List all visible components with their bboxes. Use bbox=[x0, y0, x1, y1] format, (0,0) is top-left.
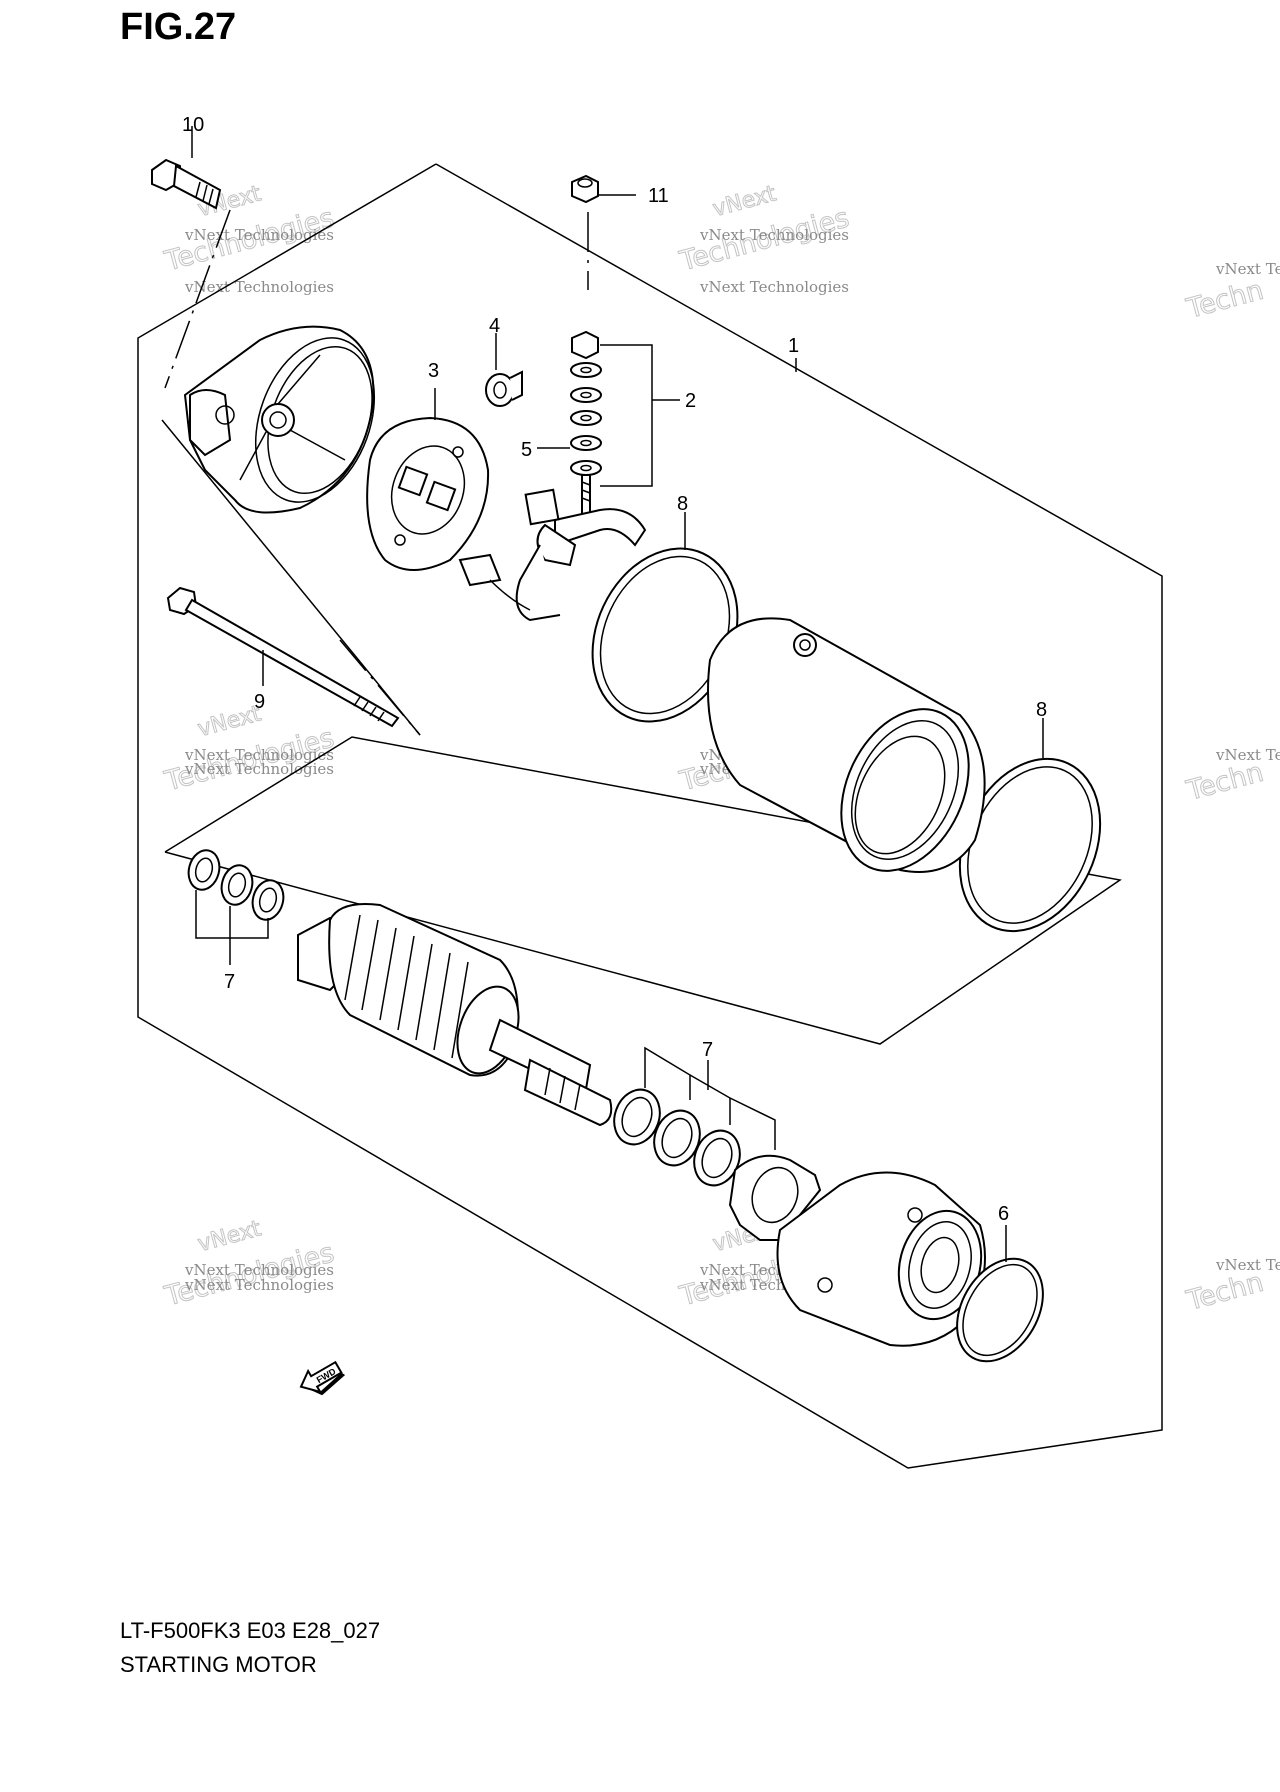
watermark-company: vNext Technologies bbox=[699, 226, 849, 244]
part-7-washers-right bbox=[613, 1046, 776, 1187]
watermark-company: vNext Technologies bbox=[184, 1276, 334, 1294]
model-code: LT-F500FK3 E03 E28_027 bbox=[120, 1618, 381, 1643]
part-7-washers-left bbox=[187, 849, 285, 965]
watermark-word-partial: Techn bbox=[1183, 1267, 1267, 1317]
armature-frame bbox=[164, 736, 1122, 1045]
callout-8-rear: 8 bbox=[677, 493, 688, 515]
part-9-through-bolt bbox=[166, 586, 400, 728]
watermark-company: vNext Technologies bbox=[184, 1261, 334, 1279]
callout-8-front: 8 bbox=[1036, 699, 1047, 721]
watermark-company-partial: vNext Tec bbox=[1215, 746, 1280, 764]
fwd-arrow-icon: FWD bbox=[299, 1360, 346, 1396]
assembly-box-outline bbox=[137, 163, 1163, 1469]
brush-terminal-bracket bbox=[458, 474, 647, 622]
callout-2: 2 bbox=[685, 390, 696, 412]
watermark-brand: vNext bbox=[195, 1216, 264, 1257]
part-name: STARTING MOTOR bbox=[120, 1652, 317, 1677]
watermark-company-partial: vNext Tec bbox=[1215, 260, 1280, 278]
part-10-bolt bbox=[151, 126, 222, 210]
rear-housing bbox=[183, 325, 376, 514]
callout-7-left: 7 bbox=[224, 971, 235, 993]
leader-line bbox=[161, 419, 421, 736]
watermark-company: vNext Technologies bbox=[184, 746, 334, 764]
leader-line bbox=[339, 639, 421, 736]
watermark-word-partial: Techn bbox=[1183, 757, 1267, 807]
figure-title: FIG.27 bbox=[120, 6, 237, 48]
watermark-company-partial: vNext Tec bbox=[1215, 1256, 1280, 1274]
callout-11: 11 bbox=[648, 185, 669, 207]
watermark-company: vNext Technologies bbox=[184, 278, 334, 296]
watermark-company: vNext Technologies bbox=[184, 760, 334, 778]
callout-1: 1 bbox=[788, 335, 799, 357]
callout-10: 10 bbox=[182, 114, 204, 136]
callout-5: 5 bbox=[521, 439, 532, 461]
front-housing bbox=[776, 1171, 986, 1347]
callout-3: 3 bbox=[428, 360, 439, 382]
part-2-terminal-set bbox=[570, 330, 680, 487]
armature bbox=[297, 903, 613, 1127]
callout-7-right: 7 bbox=[702, 1039, 713, 1061]
watermark-company: vNext Technologies bbox=[184, 226, 334, 244]
watermark-brand: vNext bbox=[710, 181, 779, 222]
bolt-leader bbox=[164, 209, 231, 389]
part-8-o-ring-rear bbox=[591, 512, 739, 723]
part-6-o-ring bbox=[956, 1225, 1044, 1363]
watermark-word-partial: Techn bbox=[1183, 275, 1267, 325]
watermark-company: vNext Technologies bbox=[699, 278, 849, 296]
part-3-brush-plate bbox=[366, 388, 490, 571]
callout-9: 9 bbox=[254, 691, 265, 713]
part-4-bearing bbox=[485, 333, 523, 407]
callout-6: 6 bbox=[998, 1203, 1009, 1225]
callout-4: 4 bbox=[489, 315, 500, 337]
motor-yoke bbox=[707, 617, 986, 873]
part-11-nut bbox=[571, 174, 636, 290]
